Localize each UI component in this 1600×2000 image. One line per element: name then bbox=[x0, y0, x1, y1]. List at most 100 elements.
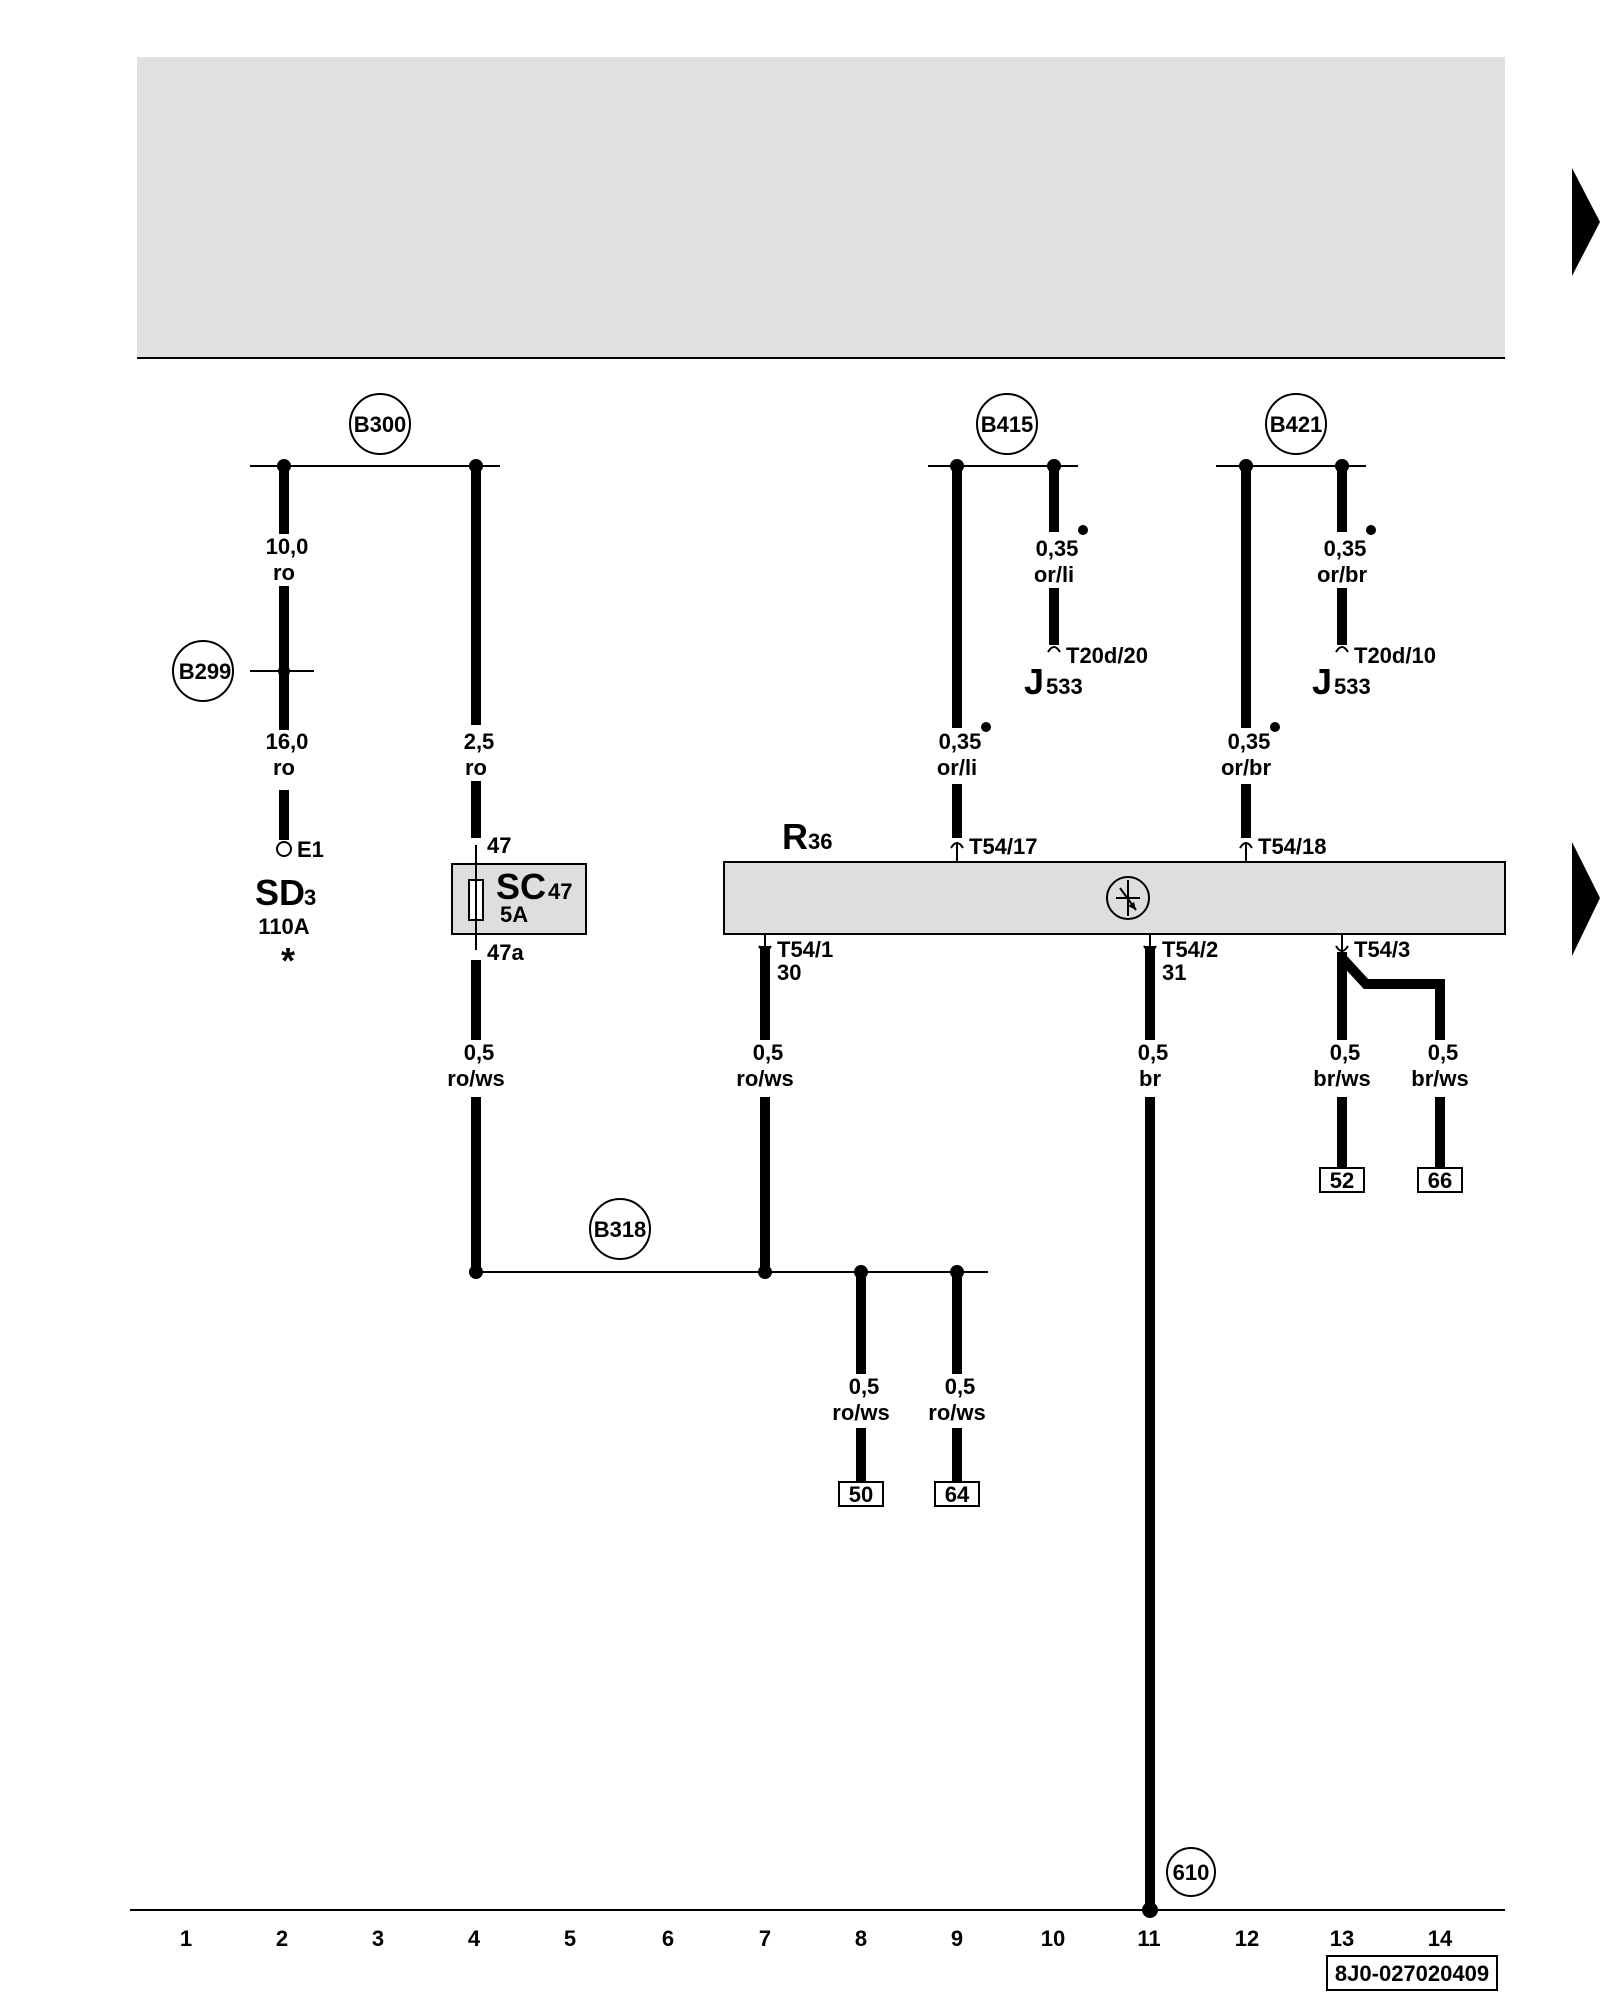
twisted-pair-dot bbox=[1270, 722, 1280, 732]
wire-size: 0,5 bbox=[464, 1040, 495, 1065]
ref-box-label: 64 bbox=[945, 1482, 970, 1507]
pin-r36-17: T54/17 bbox=[969, 834, 1038, 859]
column-number: 4 bbox=[468, 1926, 481, 1951]
pin-r36-2-term: 31 bbox=[1162, 960, 1186, 985]
junction-dot bbox=[469, 1265, 483, 1279]
junction-dot bbox=[277, 459, 291, 473]
wire-size: 0,5 bbox=[1330, 1040, 1361, 1065]
column-number: 12 bbox=[1235, 1926, 1259, 1951]
drawing-number-box bbox=[1326, 1955, 1498, 1991]
column-number: 1 bbox=[180, 1926, 192, 1951]
wire-size: 0,5 bbox=[849, 1374, 880, 1399]
twisted-pair-dot bbox=[1366, 525, 1376, 535]
column-number: 5 bbox=[564, 1926, 576, 1951]
component-sc-rating: 5A bbox=[500, 902, 528, 927]
component-j533a-name: J bbox=[1024, 661, 1044, 702]
twisted-pair-dot bbox=[981, 722, 991, 732]
node-b318-label: B318 bbox=[594, 1217, 647, 1242]
wire-col13-branch bbox=[1337, 952, 1445, 1040]
node-610-label: 610 bbox=[1173, 1860, 1210, 1885]
column-number: 3 bbox=[372, 1926, 384, 1951]
wire-size: 0,5 bbox=[945, 1374, 976, 1399]
ref-box-label: 50 bbox=[849, 1482, 873, 1507]
column-number: 7 bbox=[759, 1926, 771, 1951]
junction-dot bbox=[469, 459, 483, 473]
pin-r36-1-term: 30 bbox=[777, 960, 801, 985]
column-number: 10 bbox=[1041, 1926, 1065, 1951]
wire-color: ro bbox=[465, 755, 487, 780]
pin-sc-47a: 47a bbox=[487, 940, 524, 965]
pin-label: T20d/10 bbox=[1354, 643, 1436, 668]
ref-box[interactable] bbox=[1319, 1167, 1365, 1193]
wire-color: br/ws bbox=[1313, 1066, 1370, 1091]
pin-r36-3: T54/3 bbox=[1354, 937, 1410, 962]
ref-box[interactable] bbox=[1417, 1167, 1463, 1193]
node-b415-circle bbox=[976, 393, 1038, 455]
header-area bbox=[137, 57, 1505, 358]
node-b421-circle bbox=[1265, 393, 1327, 455]
node-b421-label: B421 bbox=[1270, 412, 1323, 437]
column-number: 2 bbox=[276, 1926, 288, 1951]
component-j533b-name: J bbox=[1312, 661, 1332, 702]
drawing-number: 8J0-027020409 bbox=[1335, 1961, 1489, 1986]
wire-color: or/br bbox=[1317, 562, 1368, 587]
node-b299-circle bbox=[172, 640, 234, 702]
component-j533b-sub: 533 bbox=[1334, 674, 1371, 699]
wire-color: br/ws bbox=[1411, 1066, 1468, 1091]
wire-color: ro/ws bbox=[928, 1400, 985, 1425]
component-r36-sub: 36 bbox=[808, 829, 832, 854]
wire-size: 0,5 bbox=[1138, 1040, 1169, 1065]
wire-color: ro/ws bbox=[832, 1400, 889, 1425]
junction-dot bbox=[854, 1265, 868, 1279]
wire-size: 0,5 bbox=[753, 1040, 784, 1065]
wire-color: ro/ws bbox=[736, 1066, 793, 1091]
node-b415-label: B415 bbox=[981, 412, 1034, 437]
component-r36-box bbox=[723, 861, 1506, 935]
component-sd-sub: 3 bbox=[304, 885, 316, 910]
speaker-symbol-icon bbox=[1106, 876, 1150, 920]
wire-color: or/br bbox=[1221, 755, 1272, 780]
pin-arrow bbox=[1335, 646, 1349, 653]
pin-sc-47: 47 bbox=[487, 833, 511, 858]
column-number: 13 bbox=[1330, 1926, 1354, 1951]
wire-color: or/li bbox=[937, 755, 977, 780]
column-number: 8 bbox=[855, 1926, 867, 1951]
wire-color: br bbox=[1139, 1066, 1161, 1091]
wire-size: 0,35 bbox=[1324, 536, 1367, 561]
node-b318-circle bbox=[589, 1198, 651, 1260]
component-sc-sub: 47 bbox=[548, 879, 572, 904]
junction-dot bbox=[950, 1265, 964, 1279]
column-number: 14 bbox=[1428, 1926, 1453, 1951]
component-sd-rating: 110A bbox=[258, 914, 309, 939]
terminal-e1-icon bbox=[276, 841, 292, 857]
pin-arrow bbox=[1335, 945, 1349, 952]
wire-color: ro bbox=[273, 755, 295, 780]
component-j533a-sub: 533 bbox=[1046, 674, 1083, 699]
wire-size: 0,5 bbox=[1428, 1040, 1459, 1065]
wire-color: ro bbox=[273, 560, 295, 585]
node-b299-label: B299 bbox=[179, 659, 232, 684]
ref-box-label: 52 bbox=[1330, 1168, 1354, 1193]
page-continue-arrow-icon[interactable] bbox=[1572, 168, 1600, 276]
wire-size: 0,35 bbox=[1228, 729, 1271, 754]
wire-size: 2,5 bbox=[464, 729, 495, 754]
node-b300-circle bbox=[349, 393, 411, 455]
ref-box-label: 66 bbox=[1428, 1168, 1452, 1193]
page-continue-arrow-icon[interactable] bbox=[1572, 842, 1600, 956]
ref-box[interactable] bbox=[934, 1481, 980, 1507]
component-r36-name: R bbox=[782, 816, 808, 857]
twisted-pair-dot bbox=[1078, 525, 1088, 535]
component-sc-name: SC bbox=[496, 866, 546, 907]
component-sd-name: SD bbox=[255, 872, 305, 913]
pin-r36-2: T54/2 bbox=[1162, 937, 1218, 962]
node-b300-label: B300 bbox=[354, 412, 407, 437]
pin-r36-1: T54/1 bbox=[777, 937, 833, 962]
pin-arrow bbox=[758, 945, 772, 952]
ref-box[interactable] bbox=[838, 1481, 884, 1507]
wire-size: 0,35 bbox=[1036, 536, 1079, 561]
wire-size: 10,0 bbox=[266, 534, 309, 559]
terminal-e1-label: E1 bbox=[297, 837, 324, 862]
node-610-circle bbox=[1166, 1847, 1216, 1897]
